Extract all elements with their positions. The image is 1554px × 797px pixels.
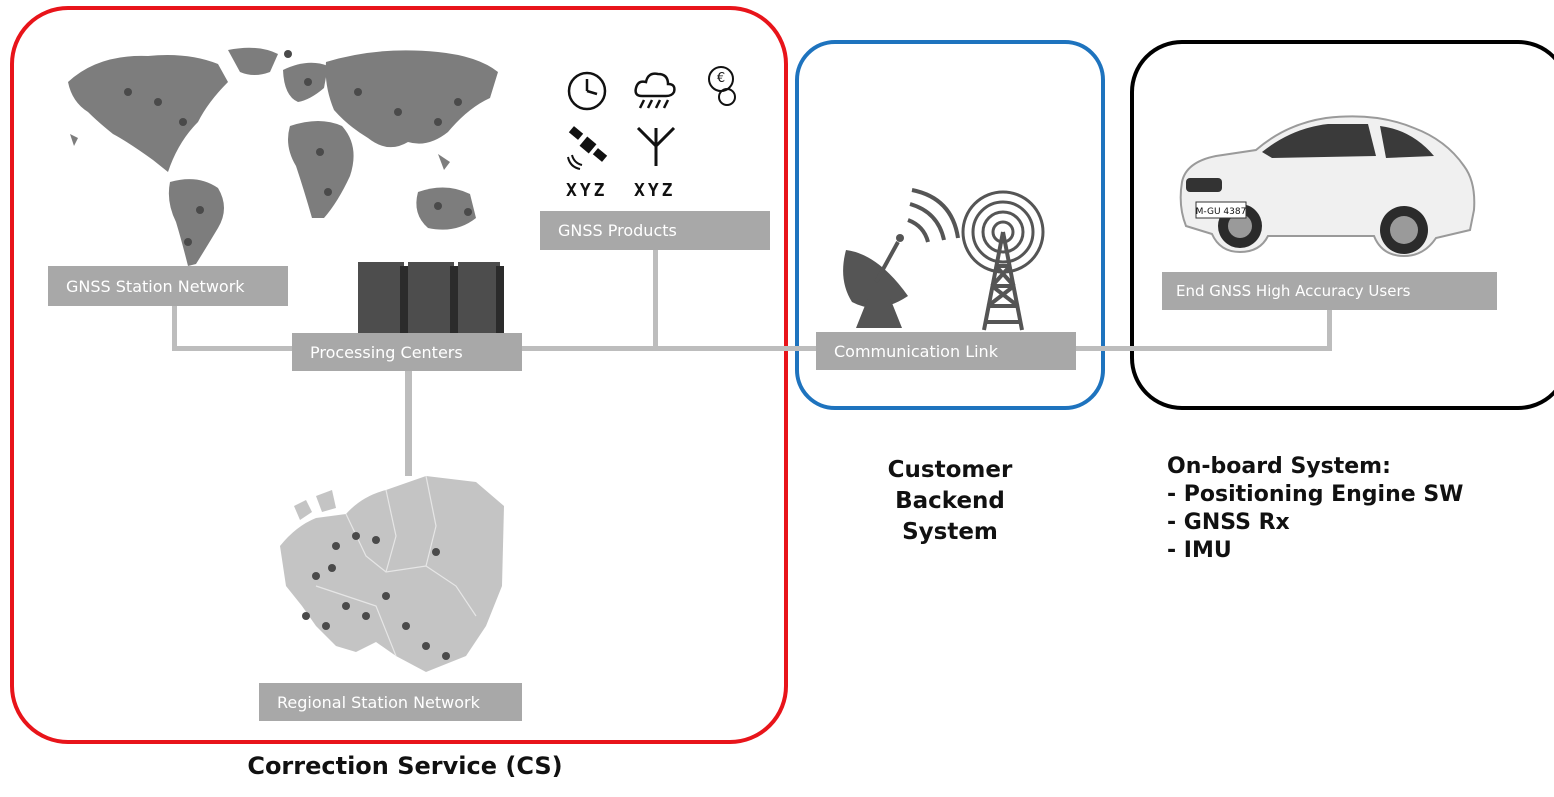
antenna-icon bbox=[636, 126, 676, 166]
gnss-products-label: GNSS Products bbox=[540, 211, 770, 250]
customer-backend-line-1: Customer bbox=[887, 457, 1013, 483]
xyz-label-satellite: XYZ bbox=[566, 180, 608, 201]
customer-backend-box bbox=[795, 40, 1105, 410]
euro-coins-icon: € bbox=[704, 66, 738, 106]
onboard-item-gnss-rx: - GNSS Rx bbox=[1167, 510, 1290, 535]
communication-link-label: Communication Link bbox=[816, 332, 1076, 370]
connector-end-users bbox=[1327, 308, 1332, 350]
onboard-item-positioning: - Positioning Engine SW bbox=[1167, 482, 1464, 507]
onboard-system-title: On-board System: bbox=[1167, 454, 1391, 479]
car-license-plate: M-GU 4387 bbox=[1196, 207, 1247, 217]
onboard-system-caption: On-board System: - Positioning Engine SW… bbox=[1167, 453, 1552, 565]
satellite-dish-icon bbox=[843, 188, 960, 328]
processing-centers-label: Processing Centers bbox=[292, 333, 522, 371]
customer-backend-line-2: Backend bbox=[895, 488, 1005, 514]
onboard-system-box bbox=[1130, 40, 1554, 410]
connector-main-horizontal bbox=[172, 346, 1332, 351]
car-image: M-GU 4387 bbox=[1179, 115, 1476, 258]
correction-service-caption: Correction Service (CS) bbox=[247, 752, 563, 780]
correction-service-box bbox=[10, 6, 788, 744]
customer-backend-line-3: System bbox=[902, 519, 998, 545]
gnss-station-network-label: GNSS Station Network bbox=[48, 266, 288, 306]
clock-icon bbox=[567, 71, 607, 111]
connector-gnss-products bbox=[653, 249, 658, 349]
regional-station-network-label: Regional Station Network bbox=[259, 683, 522, 721]
server-racks-icon bbox=[358, 262, 504, 336]
connector-regional bbox=[405, 370, 412, 476]
radio-tower-icon bbox=[961, 190, 1045, 331]
rain-cloud-icon bbox=[634, 72, 676, 109]
customer-backend-caption: Customer Backend System bbox=[840, 455, 1060, 548]
euro-coin-small bbox=[718, 88, 736, 106]
xyz-label-antenna: XYZ bbox=[634, 180, 676, 201]
onboard-item-imu: - IMU bbox=[1167, 538, 1232, 563]
end-users-label: End GNSS High Accuracy Users bbox=[1162, 272, 1497, 310]
satellite-icon bbox=[567, 126, 608, 170]
world-map-image bbox=[68, 47, 498, 266]
europe-map-image bbox=[280, 475, 504, 672]
connector-station-network bbox=[172, 305, 177, 350]
